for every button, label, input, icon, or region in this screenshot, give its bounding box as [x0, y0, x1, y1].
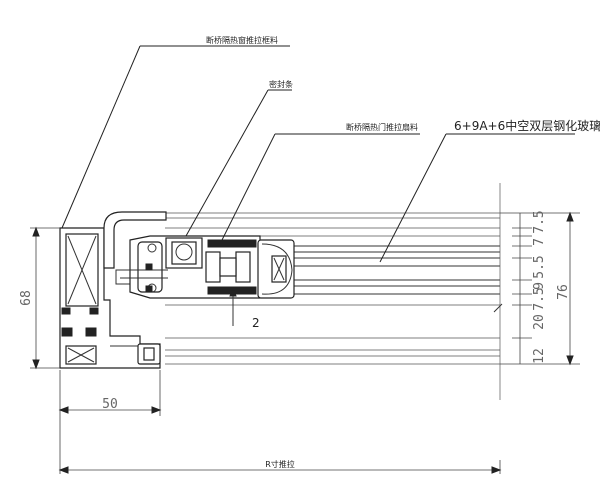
- dim-right-total-text: 76: [556, 284, 571, 300]
- dim-left-height-text: 68: [19, 290, 34, 306]
- gasket-label: 密封条: [269, 79, 293, 89]
- dim-right-seg-7: 7.5: [532, 210, 547, 233]
- callout-number: 2: [252, 316, 260, 330]
- dim-bottom-width-text: 50: [102, 397, 118, 412]
- dim-right-seg-4: 9: [532, 282, 547, 290]
- dim-right-stack: [500, 211, 580, 366]
- frame-profile: [59, 211, 167, 369]
- sash-material-label: 断桥隔热门推拉扇料: [346, 122, 418, 132]
- frame-material-label: 断桥隔热窗推拉框料: [206, 35, 278, 45]
- dim-right-seg-2: 20: [532, 314, 547, 330]
- leader-lines: [61, 45, 575, 263]
- sash-profile: [120, 235, 295, 299]
- dim-right-seg-5: 5.5: [532, 255, 547, 278]
- dim-left-height: [30, 226, 60, 370]
- dim-bottom-width: [58, 370, 162, 474]
- dim-bottom-overall: [58, 460, 502, 474]
- dim-right-seg-3: 7.5: [532, 287, 547, 310]
- dim-bottom-overall-text: R寸推拉: [265, 459, 295, 469]
- callout-2-arrow: [229, 286, 237, 326]
- break-mark: [493, 303, 503, 313]
- glass-label: 6+9A+6中空双层钢化玻璃: [454, 118, 600, 133]
- dim-right-seg-1: 12: [532, 348, 547, 364]
- dim-right-seg-6: 7: [532, 238, 547, 246]
